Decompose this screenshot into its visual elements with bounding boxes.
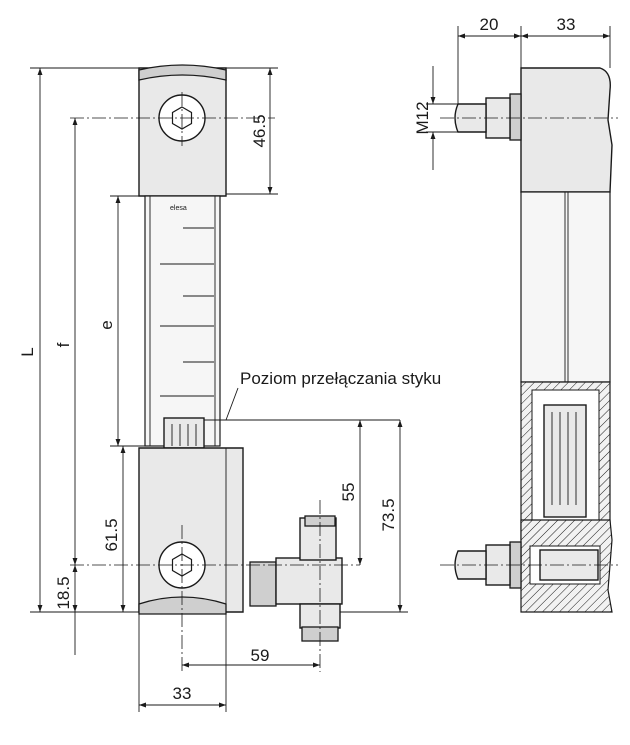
side-view [440, 67, 618, 613]
dim-61-5: 61.5 [102, 518, 121, 551]
dim-M12: M12 [413, 101, 432, 134]
front-dimensions: L f e 61.5 18.5 46.5 Poziom przełączania… [18, 67, 441, 712]
brand-text: elesa [170, 205, 187, 212]
switch-level-note: Poziom przełączania styku [240, 369, 441, 388]
dim-33-bottom: 33 [173, 684, 192, 703]
dim-33-top: 33 [557, 15, 576, 34]
dim-e: e [97, 320, 116, 329]
side-tube [520, 191, 611, 383]
dim-18-5: 18.5 [54, 576, 73, 609]
dim-55: 55 [339, 483, 358, 502]
dim-46-5: 46.5 [250, 114, 269, 147]
dim-59: 59 [251, 646, 270, 665]
side-float [543, 404, 587, 518]
dim-73-5: 73.5 [379, 498, 398, 531]
front-top-cap [138, 64, 227, 81]
front-float [163, 417, 205, 449]
front-glass-tube [144, 195, 221, 447]
dim-20: 20 [480, 15, 499, 34]
front-bottom-cap [138, 596, 227, 615]
switch-nipple [249, 561, 277, 607]
dim-L: L [18, 347, 37, 356]
scale-marks [160, 227, 214, 397]
front-bottom-block [138, 447, 244, 613]
side-top-block [520, 67, 613, 193]
dim-f: f [54, 342, 73, 347]
side-top-washer [509, 93, 522, 141]
front-view: elesa [70, 64, 360, 672]
side-dimensions: 20 33 M12 [413, 15, 611, 170]
